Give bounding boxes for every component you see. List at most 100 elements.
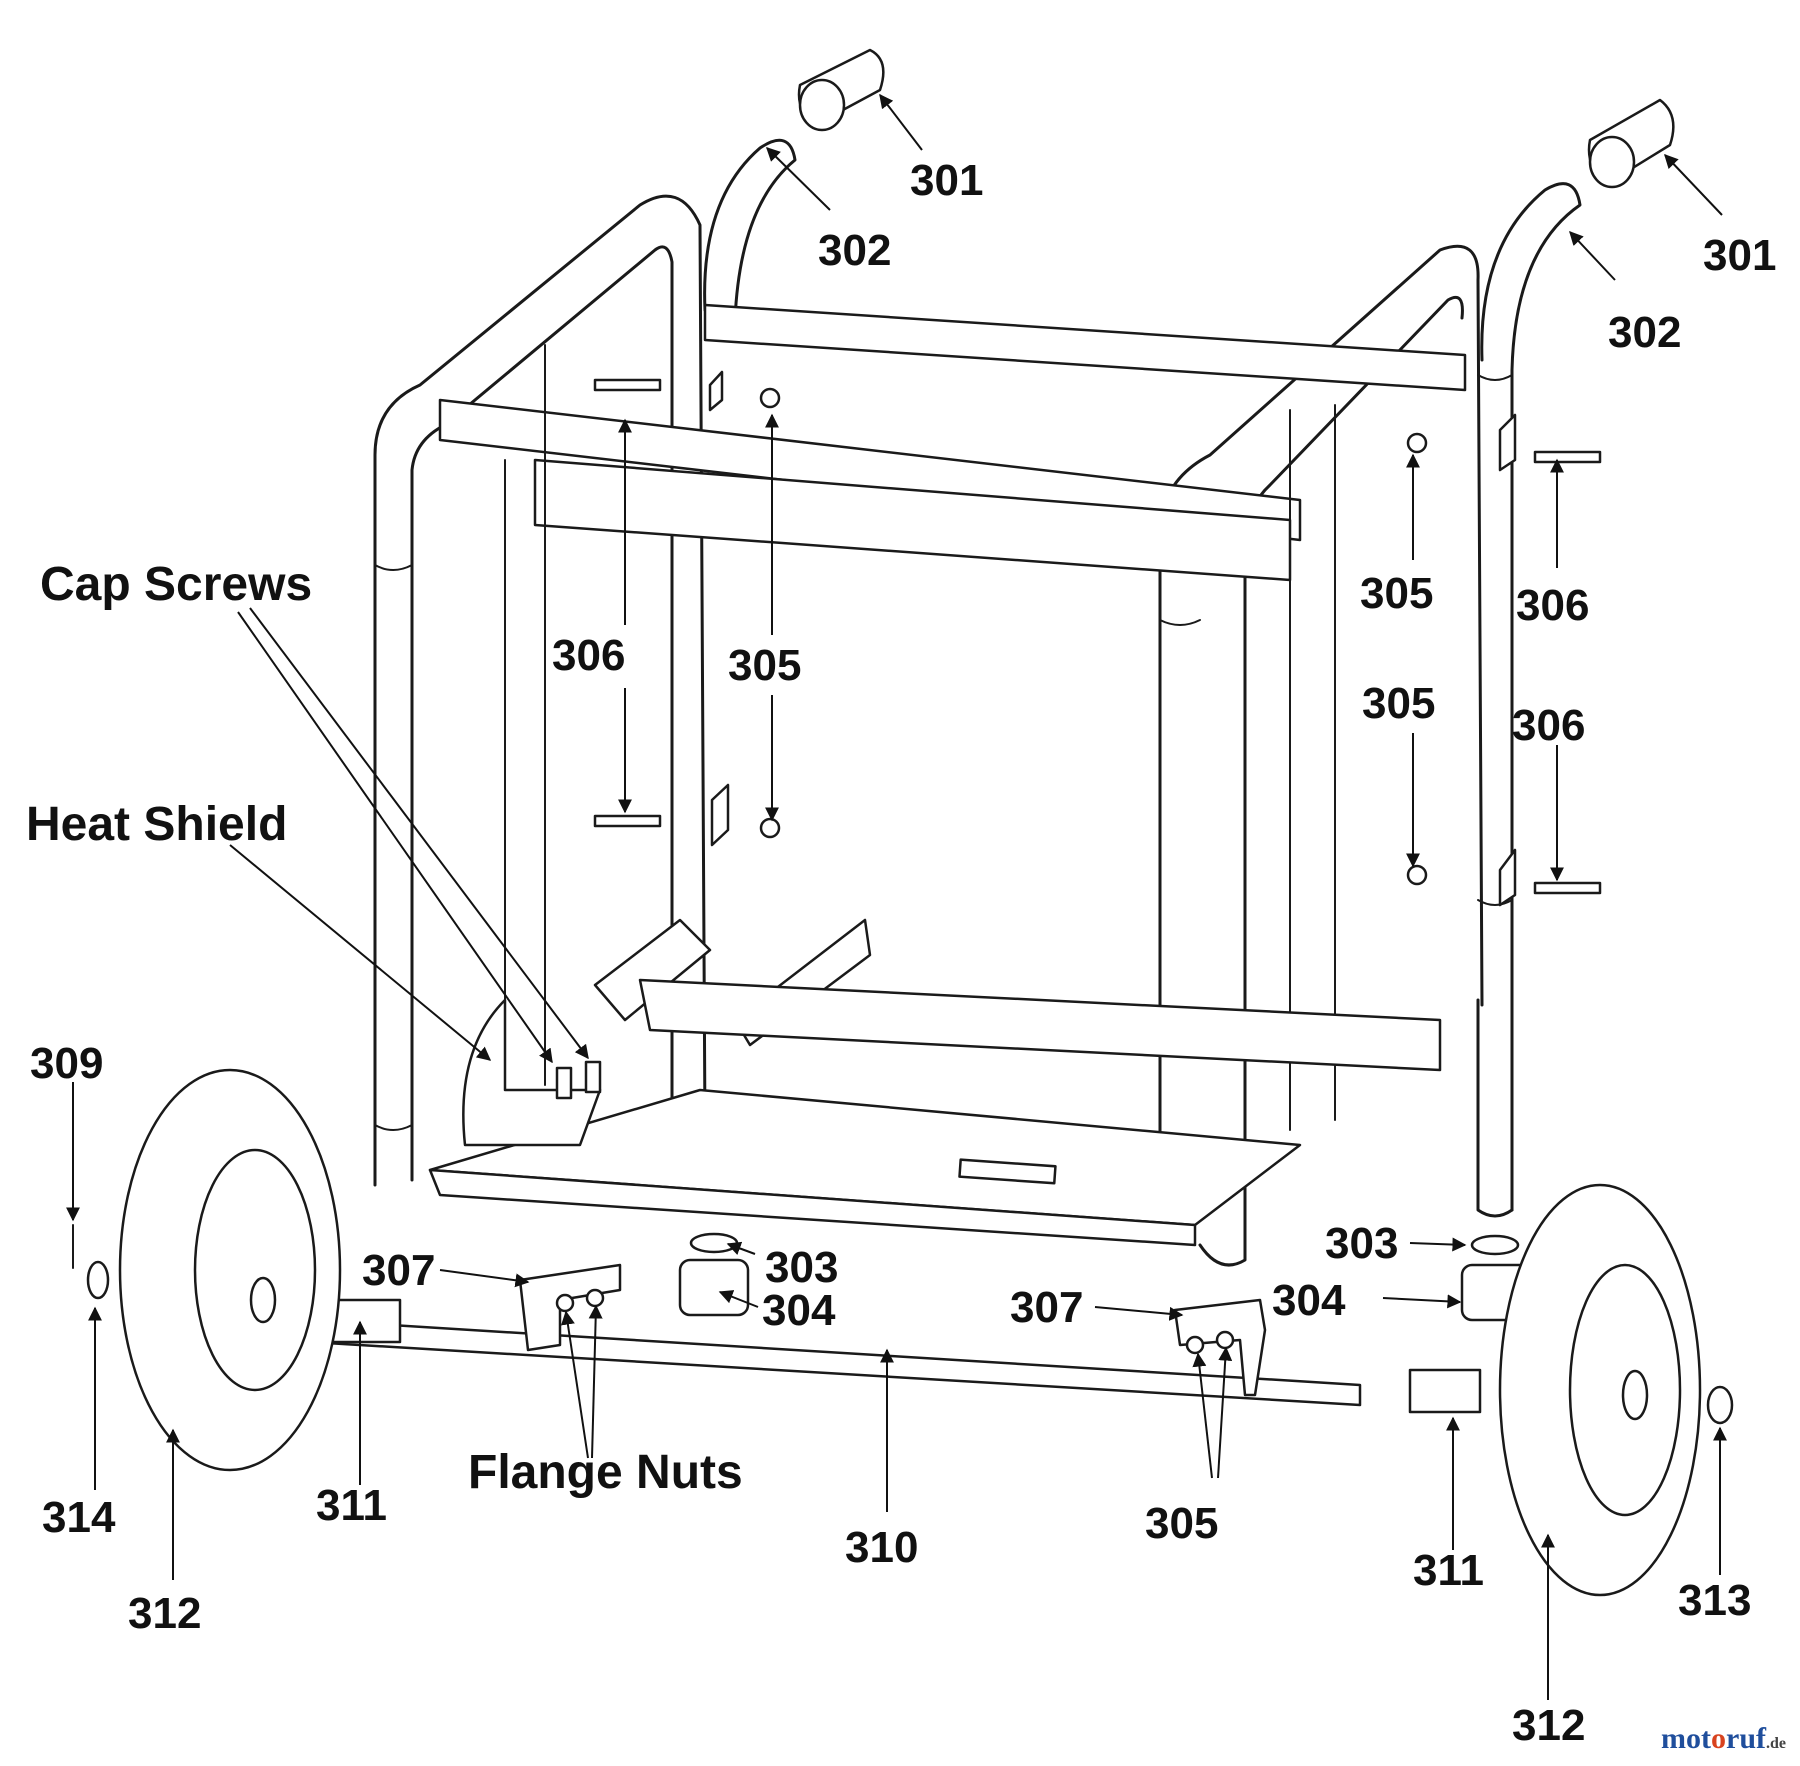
nut-305-lower — [759, 817, 781, 839]
screw-306-upper — [593, 378, 662, 392]
axle-assembly — [308, 1263, 1482, 1414]
callout-307-left: 307 — [362, 1246, 435, 1295]
mount-washer-left — [689, 1232, 739, 1254]
mount-washer-right — [1470, 1234, 1520, 1256]
leader-305-bottom-2 — [1217, 1346, 1233, 1479]
wheel-right-hub — [1621, 1369, 1649, 1421]
tube-band-2 — [374, 1124, 413, 1131]
rear-left-frame-tube — [373, 194, 707, 1187]
cap-screw-1 — [555, 1066, 573, 1100]
grip-left-end — [798, 78, 846, 132]
axle-bushing-left — [328, 1298, 402, 1344]
leader-flange-nuts-2 — [588, 1304, 603, 1459]
tube-band-1 — [374, 564, 413, 571]
bracket-2 — [710, 783, 730, 847]
callouts: 301 301 302 302 305 306 306 305 305 306 … — [26, 156, 1776, 1750]
flange-nut-2 — [585, 1288, 605, 1308]
frame-drawing — [72, 48, 1734, 1597]
screws — [555, 378, 1602, 1100]
engine-mount-rail — [638, 978, 1442, 1072]
nut-305-right-upper — [1406, 432, 1428, 454]
callout-306-right-upper: 306 — [1516, 581, 1589, 630]
watermark-part1: mot — [1661, 1722, 1711, 1755]
leader-flange-nuts-1 — [560, 1310, 589, 1459]
flange-nut-3 — [1185, 1335, 1205, 1355]
grips — [797, 48, 1675, 189]
leader-305-bottom-1 — [1192, 1352, 1213, 1479]
cap-screw-2 — [584, 1060, 602, 1094]
leader-304-right — [1382, 1294, 1462, 1309]
watermark-part3: ruf — [1726, 1722, 1766, 1755]
screw-306-right-upper — [1533, 450, 1602, 464]
leader-cap-screws-1 — [237, 611, 553, 1064]
wheel-left-hub — [249, 1276, 277, 1324]
flange-nut-1 — [555, 1293, 575, 1313]
bracket-3 — [1498, 413, 1517, 472]
bracket-4 — [1498, 848, 1517, 907]
engine-mount-bracket-left — [593, 918, 712, 1022]
washer-314 — [86, 1260, 110, 1300]
watermark-part2: o — [1711, 1722, 1726, 1755]
label-flange-nuts: Flange Nuts — [468, 1446, 743, 1499]
screw-306-right-lower — [1533, 881, 1602, 895]
callout-309: 309 — [30, 1039, 103, 1088]
leader-307-right — [1094, 1306, 1184, 1321]
wheel-left — [118, 1068, 342, 1472]
upper-rear-rail — [703, 303, 1467, 392]
callout-312-left: 312 — [128, 1589, 201, 1638]
callout-310: 310 — [845, 1523, 918, 1572]
callout-312-right: 312 — [1512, 1701, 1585, 1750]
leader-303-right — [1409, 1237, 1467, 1252]
watermark-suffix: .de — [1766, 1735, 1786, 1752]
nut-305-upper — [759, 387, 781, 409]
axle-bushing-right — [1408, 1368, 1482, 1414]
callout-305-bottom: 305 — [1145, 1499, 1218, 1548]
wheel-right — [1498, 1183, 1702, 1597]
tube-band-6 — [1477, 899, 1513, 906]
callout-304-left: 304 — [762, 1286, 836, 1335]
label-cap-screws: Cap Screws — [40, 558, 312, 611]
callout-302-left: 302 — [818, 226, 891, 275]
callout-311-left: 311 — [316, 1481, 387, 1530]
callout-303-left: 303 — [765, 1243, 838, 1292]
callout-307-right: 307 — [1010, 1283, 1083, 1332]
tube-band-3 — [1159, 619, 1201, 626]
nut-305-right-lower — [1406, 864, 1428, 886]
leader-303-left — [726, 1241, 756, 1255]
leader-304-left — [718, 1290, 759, 1308]
flange-nut-4 — [1215, 1330, 1235, 1350]
right-handle-leg — [1476, 998, 1514, 1218]
leader-301-left — [879, 93, 923, 151]
grip-right-end — [1588, 135, 1636, 189]
base-plate-front-edge — [428, 1168, 1197, 1247]
callout-304-right: 304 — [1272, 1276, 1346, 1325]
leader-cap-screws-2 — [249, 607, 589, 1060]
screw-306-lower — [593, 814, 662, 828]
callout-302-right: 302 — [1608, 308, 1681, 357]
leader-307-left — [439, 1269, 530, 1288]
leader-302-left — [766, 147, 831, 211]
left-handle-tube — [703, 138, 797, 322]
mount-left — [678, 1258, 750, 1317]
callout-305-right-upper: 305 — [1360, 569, 1433, 618]
leader-lines — [66, 93, 1727, 1700]
leader-301-right — [1664, 153, 1723, 216]
leader-302-right — [1569, 230, 1616, 281]
wheel-left-rim — [193, 1148, 317, 1392]
callout-313: 313 — [1678, 1576, 1751, 1625]
callout-305-right-lower: 305 — [1362, 679, 1435, 728]
callout-306-right-lower: 306 — [1512, 701, 1585, 750]
right-handle-tube — [1480, 182, 1582, 1212]
callout-314: 314 — [42, 1493, 116, 1542]
heat-shield-drawing — [462, 998, 602, 1147]
callout-306-left: 306 — [552, 631, 625, 680]
rear-left-frame-tube-inner — [410, 245, 674, 1182]
callout-311-right: 311 — [1413, 1546, 1484, 1595]
tube-band-5 — [1477, 374, 1513, 381]
base-plate-slot — [958, 1158, 1057, 1185]
watermark: motoruf.de — [1661, 1722, 1786, 1756]
callout-303-right: 303 — [1325, 1219, 1398, 1268]
leader-heat-shield — [229, 844, 492, 1061]
bracket-1 — [708, 370, 724, 412]
